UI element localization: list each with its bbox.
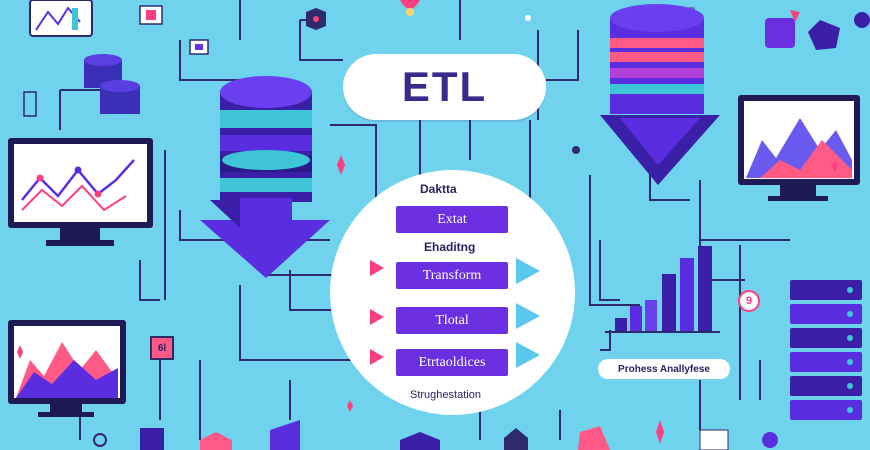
- step-load: Tlotal: [396, 307, 508, 334]
- badge-left: 6l: [150, 336, 174, 360]
- step-extract: Extat: [396, 206, 508, 233]
- etl-title: ETL: [343, 54, 546, 120]
- badge-right: 9: [738, 290, 760, 312]
- monitor-line-chart: [8, 138, 153, 246]
- top-left-chart-window: [29, 0, 93, 37]
- sparkle-decor: [17, 155, 838, 444]
- database-icon-right: [600, 4, 720, 185]
- monitor-area-chart-right: [738, 95, 860, 201]
- pink-arrow-icon: [370, 349, 384, 365]
- arrow-right-icon: [516, 303, 540, 329]
- database-icon-left: [200, 76, 330, 278]
- pink-arrow-icon: [370, 309, 384, 325]
- bottom-decor-icons: [140, 420, 778, 450]
- bar-chart-decor: [605, 246, 720, 333]
- pink-arrow-icon: [370, 260, 384, 276]
- sub-label-structuring: Strughestation: [410, 389, 481, 401]
- process-analytics-callout: Prohess Anallyfese: [598, 359, 730, 379]
- database-icon-small: [84, 54, 140, 114]
- arrow-right-icon: [516, 258, 540, 284]
- process-heading: Daktta: [420, 182, 457, 196]
- sub-label-enriching: Ehaditng: [424, 240, 476, 254]
- arrow-right-icon: [516, 342, 540, 368]
- server-rack: [790, 280, 862, 420]
- top-decor-icons: [23, 0, 870, 117]
- star-decor: [93, 15, 580, 447]
- step-analytics: Etrtaoldices: [396, 349, 508, 376]
- monitor-area-chart: [8, 320, 126, 417]
- step-transform: Transform: [396, 262, 508, 289]
